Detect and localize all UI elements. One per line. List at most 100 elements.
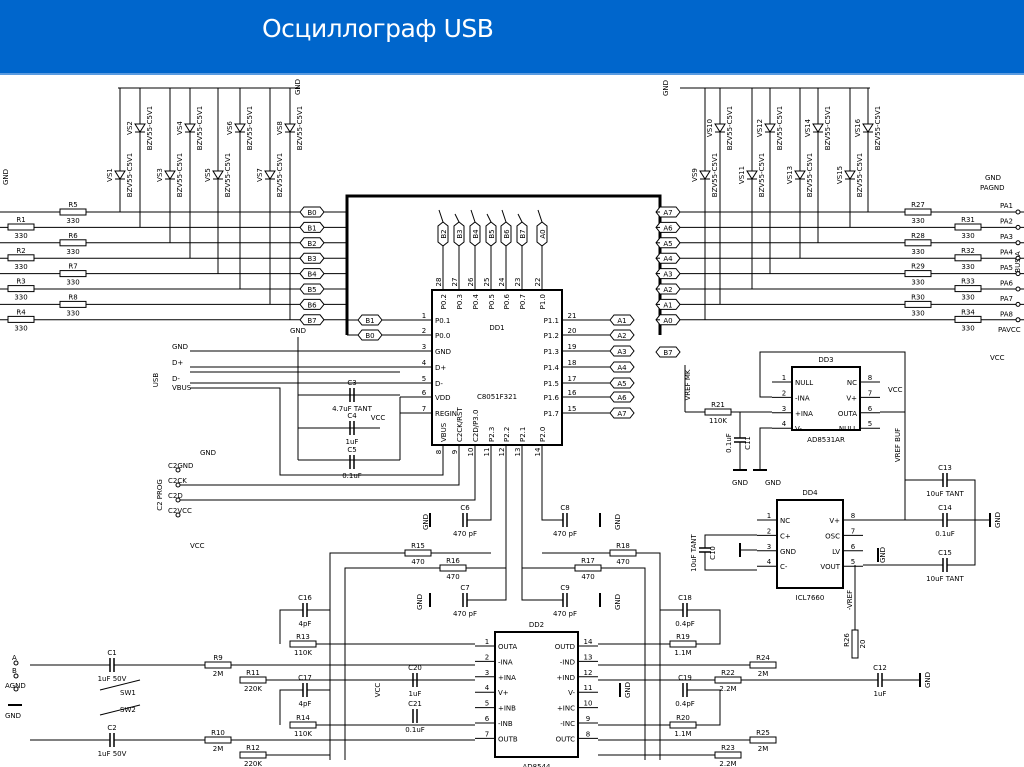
resistor-value: 330 <box>14 324 27 332</box>
capacitor-ref: C3 <box>347 379 356 387</box>
pin-name: C+ <box>780 532 791 540</box>
resistor-ref: R34 <box>961 308 975 316</box>
bus-tag-label: B1 <box>307 224 316 232</box>
net-bus-a: BUS A <box>1014 251 1022 273</box>
pin-number: 14 <box>584 638 593 646</box>
pin-name: C- <box>780 563 788 571</box>
resistor-R16 <box>439 564 467 572</box>
net-gnd: GND <box>732 479 748 487</box>
zener-part: BZV55-C5V1 <box>856 153 864 197</box>
wire <box>486 213 492 223</box>
bus-tag-label: B1 <box>365 317 374 325</box>
resistor-ref: R12 <box>246 744 260 752</box>
resistor-ref: R21 <box>711 401 725 409</box>
connector-pin <box>175 482 181 488</box>
resistor-R8 <box>59 300 87 308</box>
pin-number: 21 <box>568 312 577 320</box>
pin-name: P1.2 <box>544 332 559 340</box>
pin-number: 27 <box>451 278 459 287</box>
pin-name: P0.4 <box>472 293 480 309</box>
resistor-ref: R4 <box>16 308 26 316</box>
pin-number: 9 <box>586 715 590 723</box>
capacitor-ref: C6 <box>460 504 470 512</box>
pin-number: 14 <box>534 447 542 456</box>
bus-tag-label: A4 <box>663 255 673 263</box>
resistor-ref: R9 <box>213 654 222 662</box>
net-gnd: GND <box>294 79 302 95</box>
capacitor-value: 1uF <box>346 438 359 446</box>
pin-number: 6 <box>868 405 873 413</box>
net-input-a: A <box>12 654 17 662</box>
resistor-ref: R7 <box>68 263 77 271</box>
resistor-R21 <box>704 408 732 416</box>
pin-number: 28 <box>435 278 443 287</box>
wire <box>345 194 662 335</box>
wire <box>687 609 721 645</box>
resistor-ref: R20 <box>676 714 690 722</box>
pin-name: C2D/P3.0 <box>472 410 480 442</box>
pin-name: P1.5 <box>544 380 559 388</box>
net-gnd: GND <box>994 512 1002 528</box>
capacitor-ref: C15 <box>938 549 952 557</box>
pin-number: 7 <box>868 389 872 397</box>
net-vcc: VCC <box>888 386 903 394</box>
resistor-ref: R3 <box>16 278 25 286</box>
net-gnd: GND <box>290 327 306 335</box>
pin-number: 11 <box>584 684 593 692</box>
capacitor-value: 0.1uF <box>725 433 733 453</box>
resistor-value: 330 <box>961 232 974 240</box>
capacitor-ref: C4 <box>347 412 357 420</box>
zener-diode-VS14 <box>812 123 824 133</box>
pin-number: 3 <box>422 343 426 351</box>
pin-number: 24 <box>498 277 506 286</box>
bus-tag-label: A6 <box>617 394 627 402</box>
zener-part: BZV55-C5V1 <box>296 106 304 150</box>
chip-ref: DD4 <box>802 489 818 497</box>
capacitor-value: 4pF <box>299 620 312 628</box>
capacitor-value: 0.1uF <box>935 530 955 538</box>
pin-name: NULL <box>795 379 813 387</box>
net-pavcc: PAVCC <box>998 326 1021 334</box>
resistor-value: 330 <box>66 248 79 256</box>
zener-part: BZV55-C5V1 <box>874 106 882 150</box>
resistor-value: 330 <box>14 232 27 240</box>
capacitor-ref: C14 <box>938 504 952 512</box>
net-PA5: PA5 <box>1000 264 1013 272</box>
capacitor-ref: C16 <box>298 594 312 602</box>
bus-tag-label: A3 <box>663 271 672 279</box>
pin-name: P1.7 <box>544 410 559 418</box>
zener-diode-VS4 <box>184 123 196 133</box>
wire <box>467 470 492 521</box>
slide-header: Осциллограф USB <box>0 0 1024 75</box>
bus-tag-B3 <box>453 221 465 247</box>
pin-name: P2.1 <box>519 427 527 442</box>
bus-tag-B6 <box>500 221 512 247</box>
capacitor-value: 10uF TANT <box>926 575 964 583</box>
connector-pin <box>175 467 181 473</box>
chip-part: AD8544 <box>523 763 552 767</box>
pin-name: V+ <box>846 394 857 402</box>
pin-name: P1.1 <box>544 317 559 325</box>
zener-ref: VS8 <box>276 121 284 135</box>
resistor-R34 <box>954 315 982 323</box>
resistor-R17 <box>574 564 602 572</box>
net-PA8: PA8 <box>1000 311 1013 319</box>
pin-name: +INC <box>557 705 575 713</box>
zener-diode-VS7 <box>264 170 276 180</box>
resistor-value: 330 <box>14 263 27 271</box>
zener-ref: VS14 <box>804 118 812 137</box>
pin-number: 20 <box>568 327 577 335</box>
resistor-value: 330 <box>911 217 924 225</box>
resistor-value: 470 <box>446 573 459 581</box>
resistor-ref: R28 <box>911 232 925 240</box>
resistor-ref: R11 <box>246 669 260 677</box>
wire <box>454 213 460 223</box>
resistor-value: 220K <box>244 760 262 767</box>
pin-name: VDD <box>435 394 451 402</box>
pin-number: 2 <box>782 389 786 397</box>
pin-name: +INB <box>498 705 516 713</box>
pin-number: 7 <box>851 527 855 535</box>
bus-tag-label: A1 <box>617 317 626 325</box>
pin-number: 10 <box>467 448 475 457</box>
pin-name: P0.7 <box>519 294 527 309</box>
